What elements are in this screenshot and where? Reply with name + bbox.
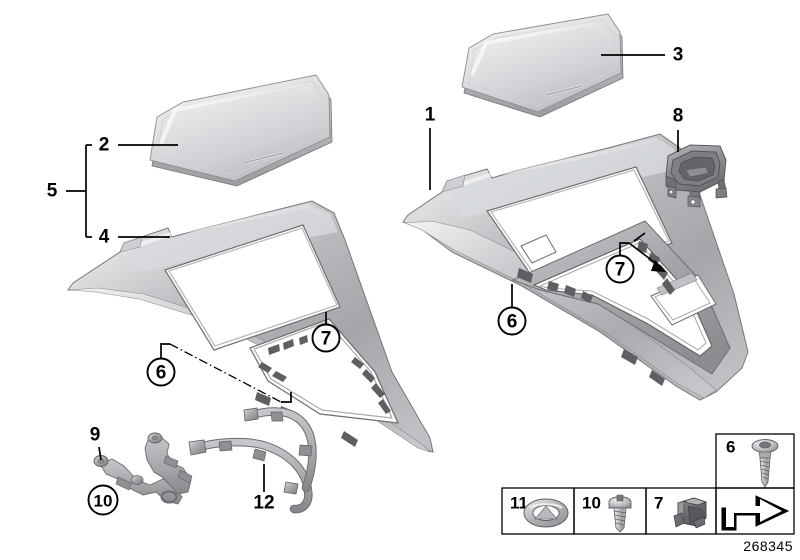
- svg-text:7: 7: [615, 260, 626, 281]
- edge-clips-right-panel: [517, 268, 665, 386]
- lead-7-right-hook: [619, 242, 629, 256]
- direction-arrow-icon: [721, 495, 790, 531]
- callout-6-left: 6: [146, 357, 176, 387]
- legend-label-7: 7: [654, 494, 663, 513]
- clip-teeth-right-panel: [547, 241, 675, 303]
- diagram-id-number: 268345: [743, 538, 793, 554]
- legend-label-6: 6: [726, 438, 735, 457]
- callout-12: 12: [253, 493, 274, 514]
- lead-6-left-endhook: [281, 392, 292, 403]
- callout-5: 5: [47, 181, 58, 202]
- spring-retaining-clip-icon: [673, 497, 708, 529]
- svg-text:7: 7: [321, 329, 332, 350]
- legend-label-11: 11: [510, 494, 528, 513]
- clip-teeth-left-panel: [258, 335, 391, 414]
- leader-lines: [66, 54, 679, 492]
- callout-10-bracket: 10: [87, 484, 119, 516]
- hex-socket-tapping-screw-icon: [751, 439, 779, 488]
- part-storage-compartment-lid-left[interactable]: [149, 74, 333, 187]
- callout-6-right: 6: [497, 306, 527, 336]
- lead-9: [98, 446, 102, 461]
- svg-text:6: 6: [507, 312, 518, 333]
- callout-4: 4: [99, 227, 110, 248]
- callout-7-right: 7: [605, 254, 635, 284]
- lead-6-left-dash: [169, 343, 282, 403]
- callout-1: 1: [425, 105, 436, 126]
- legend-table: 6 11 10: [501, 433, 795, 535]
- part-storage-compartment-lid-right[interactable]: [461, 13, 624, 118]
- svg-text:6: 6: [156, 363, 167, 384]
- lead-6-left-hook: [160, 343, 170, 359]
- pan-head-screw-icon: [608, 494, 632, 533]
- lead-7-right-arm2: [633, 232, 646, 242]
- grommet-washer-icon: [523, 498, 569, 528]
- lead-7-right-arrowhead: [651, 260, 666, 272]
- callout-labels: 1 2 3 4 5 8 9 12 6 6 7 7 10: [47, 45, 684, 516]
- callout-8: 8: [673, 106, 684, 127]
- svg-text:10: 10: [94, 492, 113, 511]
- callout-9: 9: [90, 425, 101, 446]
- callout-7-left: 7: [311, 323, 341, 353]
- part-cup-holder-insert[interactable]: [665, 144, 728, 208]
- part-wiring-bracket-assembly[interactable]: [93, 432, 193, 505]
- callout-3: 3: [673, 45, 684, 66]
- legend-cell-arrow: [715, 487, 795, 535]
- part-wiring-harness-loom[interactable]: [188, 407, 317, 514]
- legend-label-10: 10: [582, 494, 601, 513]
- callout-2: 2: [99, 135, 110, 156]
